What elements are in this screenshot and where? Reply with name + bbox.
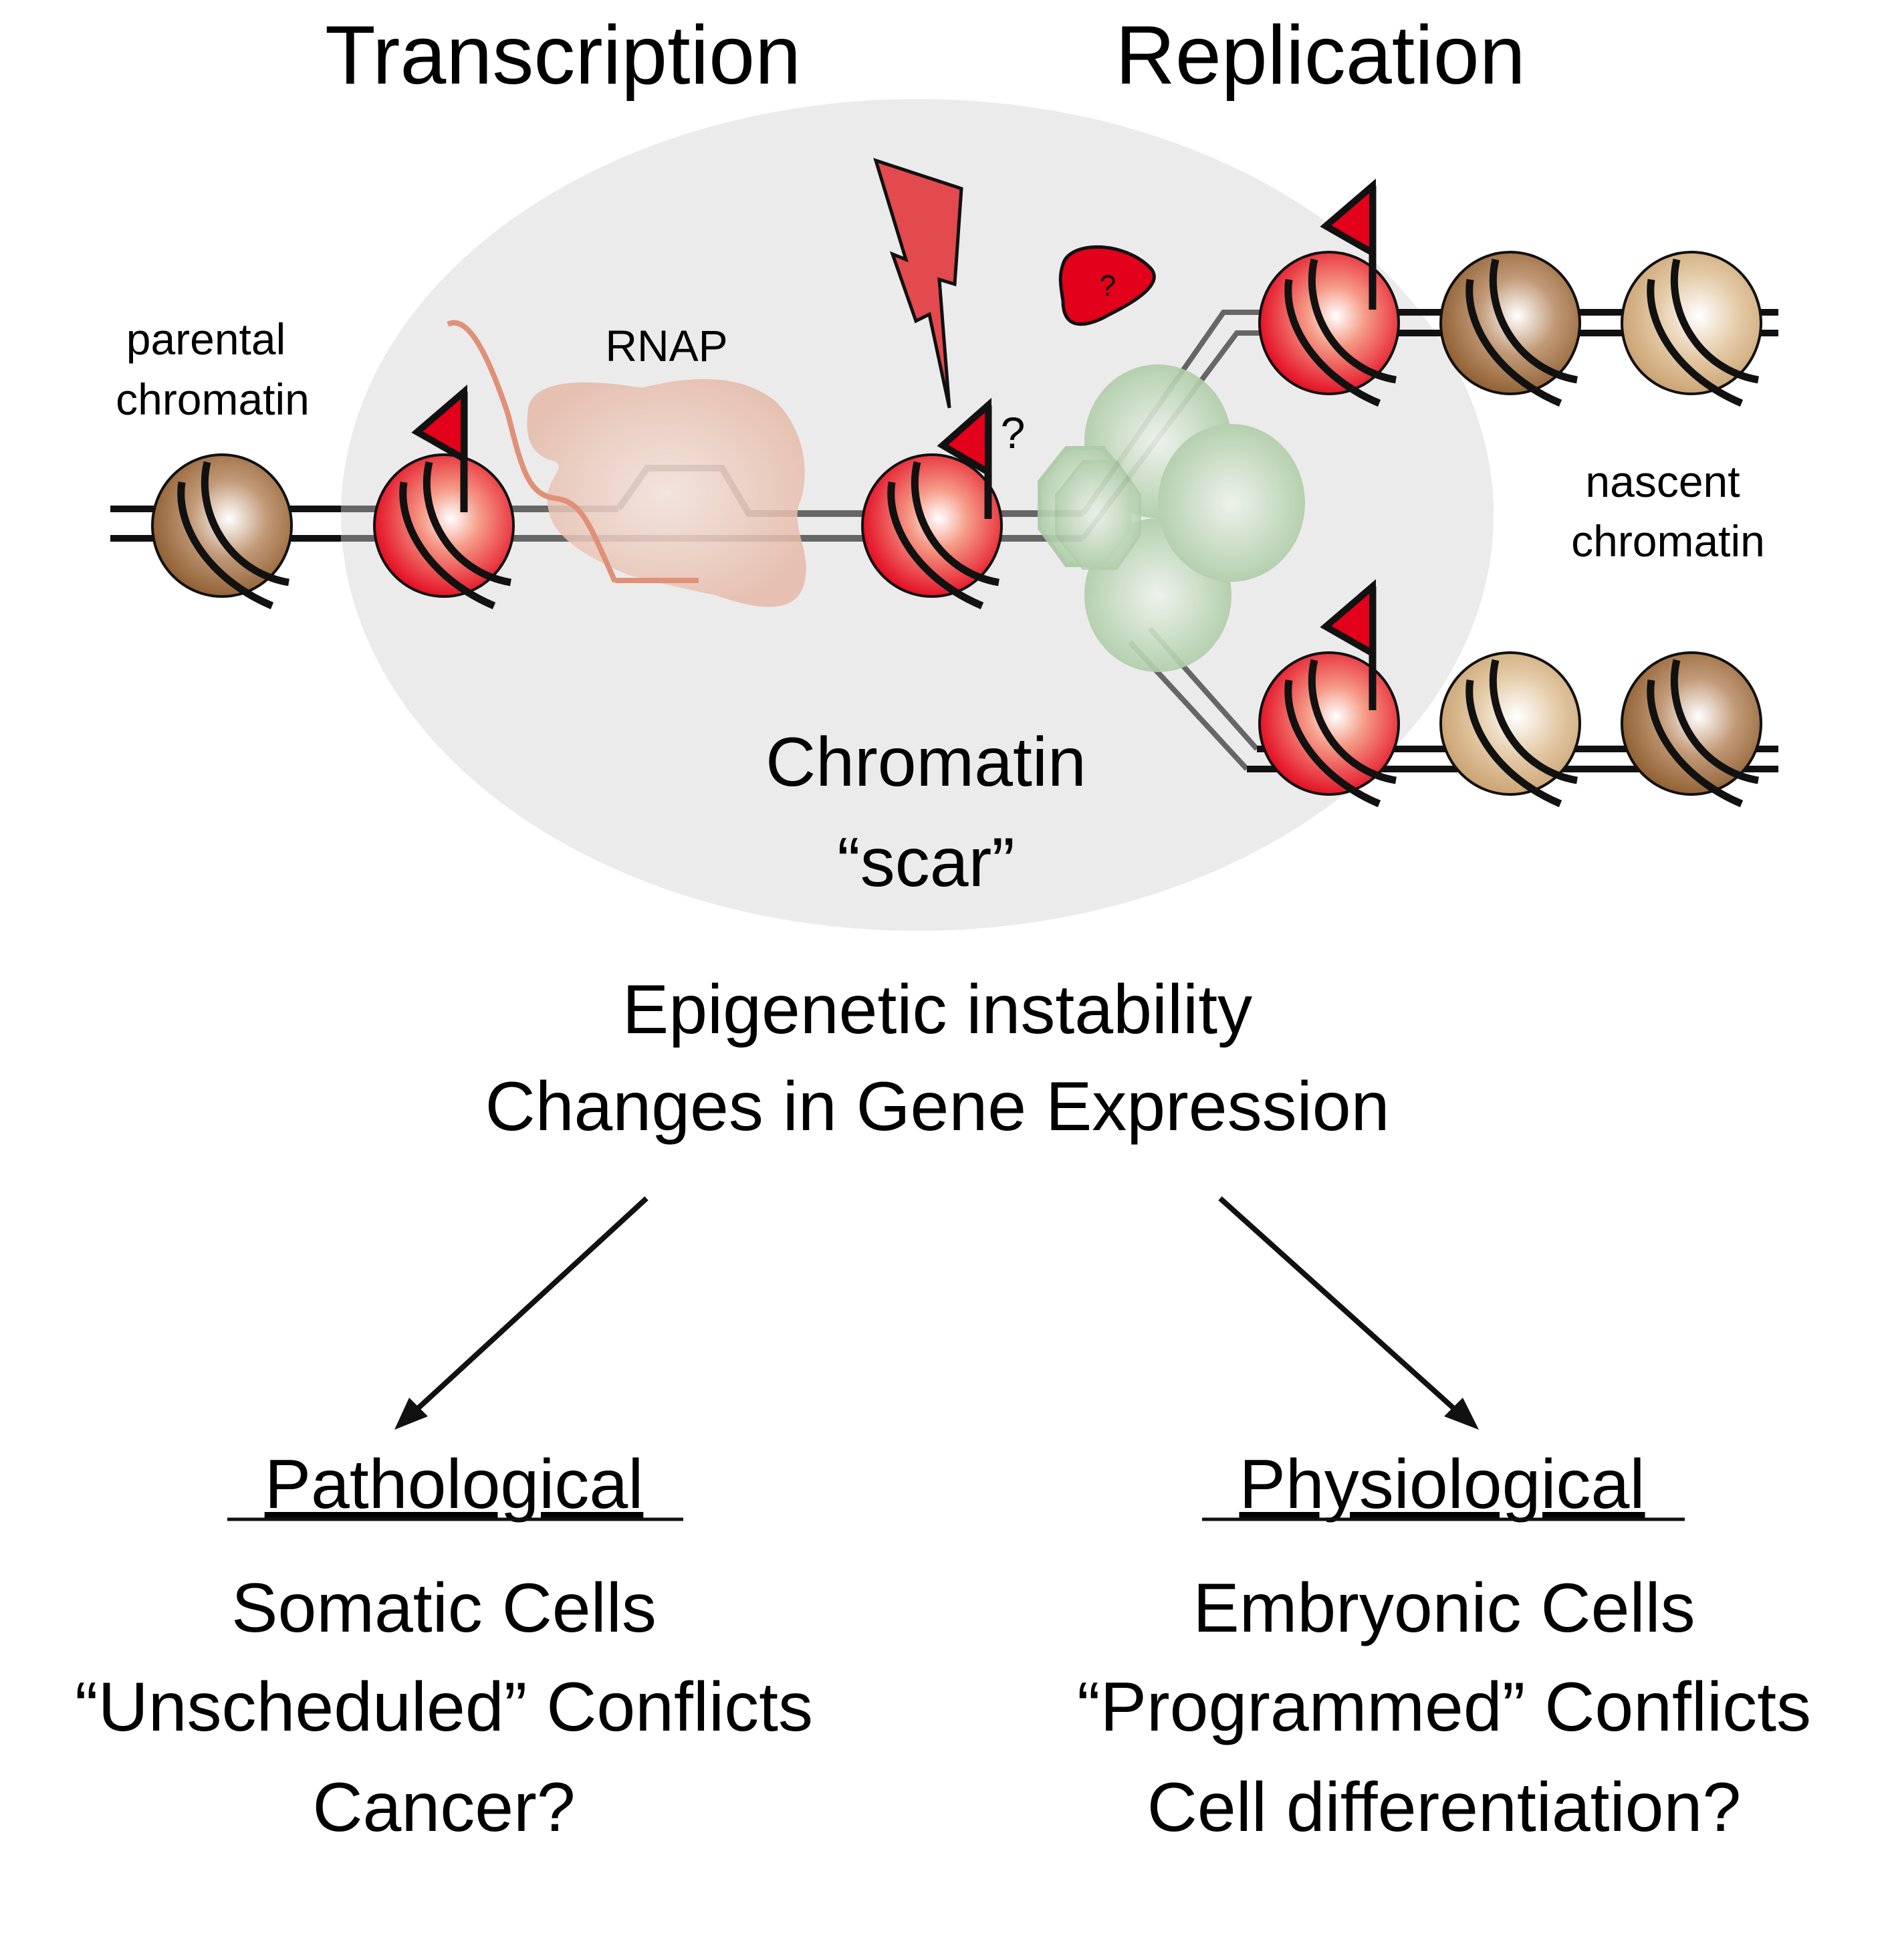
parental-nucleosome: [151, 453, 293, 606]
fork-bottom-marked-nucleosome: [1258, 579, 1400, 804]
nascent-label-line1: nascent: [1585, 457, 1740, 506]
parental-label-line2: chromatin: [116, 374, 310, 424]
rna-transcript: [447, 320, 618, 583]
pathological-line-1: Somatic Cells: [231, 1569, 657, 1647]
histone-mark-flag-icon: [1320, 579, 1377, 710]
fork-top-marked-nucleosome: [1258, 179, 1400, 403]
title-transcription: Transcription: [325, 9, 801, 102]
rnap-complex: [447, 320, 806, 607]
fork-top-parental-nucleosome: [1439, 251, 1581, 403]
marked-nucleosome-2: [861, 397, 1003, 606]
histone-mark-flag-icon: [411, 385, 468, 512]
physiological-line-3: Cell differentiation?: [1147, 1769, 1741, 1846]
unknown-factor-blob: ?: [1058, 245, 1156, 326]
outcome-line2: Changes in Gene Expression: [485, 1068, 1390, 1146]
marked-nucleosome-1: [373, 385, 515, 606]
pathological-line-2: “Unscheduled” Conflicts: [75, 1668, 813, 1746]
replisome: [1038, 364, 1305, 672]
rnap-label: RNAP: [605, 321, 727, 370]
histone-mark-flag-icon: [1320, 179, 1377, 310]
arrow-to-physiological: [1218, 1196, 1479, 1430]
blob-question-mark: ?: [1100, 269, 1116, 302]
parental-label-line1: parental: [126, 314, 286, 364]
fork-bottom-new-nucleosome: [1439, 651, 1581, 804]
outcome-line1: Epigenetic instability: [622, 971, 1252, 1049]
physiological-line-2: “Programmed” Conflicts: [1077, 1668, 1811, 1746]
flag-question-mark: ?: [1001, 408, 1026, 457]
nascent-label-line2: chromatin: [1571, 516, 1765, 566]
pathological-heading: Pathological: [265, 1446, 644, 1523]
fork-bottom-parental-nucleosome: [1621, 651, 1762, 804]
title-replication: Replication: [1115, 9, 1525, 102]
chromatin-scar-line1: Chromatin: [766, 724, 1086, 801]
pathological-line-3: Cancer?: [312, 1769, 575, 1846]
physiological-heading: Physiological: [1240, 1446, 1645, 1523]
arrow-to-pathological: [394, 1196, 649, 1430]
chromatin-scar-line2: “scar”: [837, 824, 1015, 901]
dna-damage-lightning-icon: [873, 158, 963, 409]
histone-mark-flag-icon: [937, 397, 992, 519]
physiological-line-1: Embryonic Cells: [1193, 1569, 1695, 1647]
fork-top-new-nucleosome: [1621, 251, 1762, 403]
